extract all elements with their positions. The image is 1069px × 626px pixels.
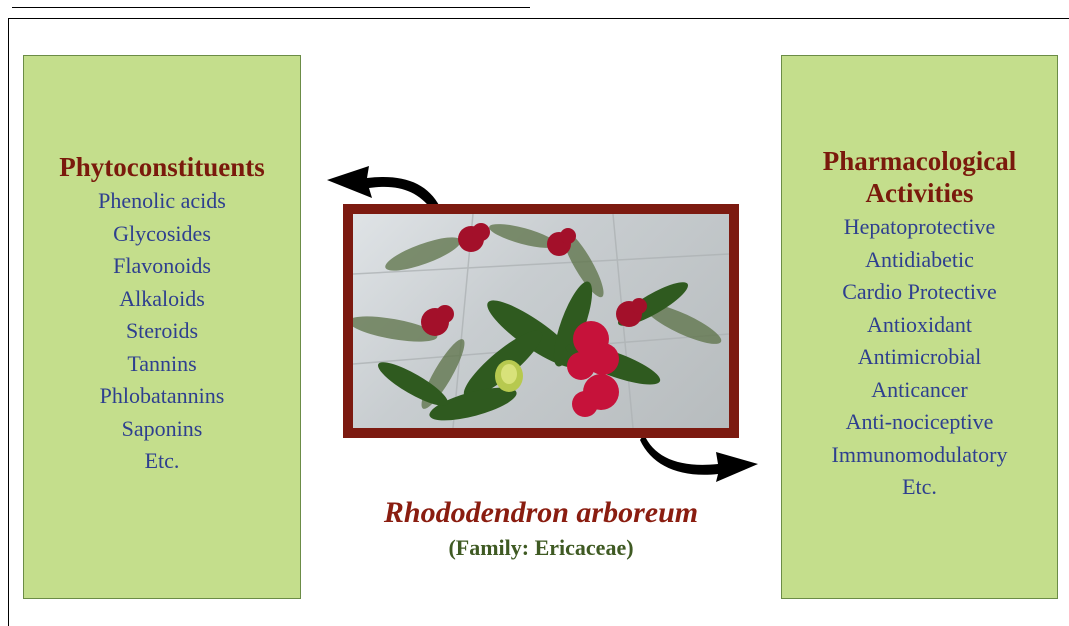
pharmacological-panel: Pharmacological Activities Hepatoprotect… bbox=[781, 55, 1058, 599]
list-item: Steroids bbox=[24, 315, 300, 348]
list-item: Tannins bbox=[24, 348, 300, 381]
family-name: (Family: Ericaceae) bbox=[343, 534, 739, 562]
list-item: Anti-nociceptive bbox=[782, 406, 1057, 439]
list-item: Glycosides bbox=[24, 218, 300, 251]
species-name: Rhododendron arboreum bbox=[343, 495, 739, 531]
list-item: Phenolic acids bbox=[24, 185, 300, 218]
list-item: Alkaloids bbox=[24, 283, 300, 316]
pharmacological-title-line1: Pharmacological bbox=[823, 146, 1016, 176]
list-item: Antioxidant bbox=[782, 309, 1057, 342]
list-item: Flavonoids bbox=[24, 250, 300, 283]
list-item: Anticancer bbox=[782, 374, 1057, 407]
list-item: Antimicrobial bbox=[782, 341, 1057, 374]
list-item: Phlobatannins bbox=[24, 380, 300, 413]
plant-photo-frame bbox=[343, 204, 739, 438]
pharmacological-list: Hepatoprotective Antidiabetic Cardio Pro… bbox=[782, 211, 1057, 504]
phytoconstituents-panel: Phytoconstituents Phenolic acids Glycosi… bbox=[23, 55, 301, 599]
curved-arrow-right-icon bbox=[640, 430, 762, 490]
list-item: Etc. bbox=[24, 445, 300, 478]
list-item: Saponins bbox=[24, 413, 300, 446]
plant-photo bbox=[353, 214, 729, 428]
list-item: Immunomodulatory bbox=[782, 439, 1057, 472]
frame-top-line bbox=[12, 7, 530, 8]
list-item: Cardio Protective bbox=[782, 276, 1057, 309]
list-item: Hepatoprotective bbox=[782, 211, 1057, 244]
pharmacological-title: Pharmacological Activities bbox=[782, 145, 1057, 209]
list-item: Antidiabetic bbox=[782, 244, 1057, 277]
list-item: Etc. bbox=[782, 471, 1057, 504]
curved-arrow-left-icon bbox=[322, 152, 447, 212]
phytoconstituents-list: Phenolic acids Glycosides Flavonoids Alk… bbox=[24, 185, 300, 478]
rhododendron-image-icon bbox=[353, 214, 729, 428]
phytoconstituents-title: Phytoconstituents bbox=[24, 151, 300, 183]
pharmacological-title-line2: Activities bbox=[866, 178, 974, 208]
